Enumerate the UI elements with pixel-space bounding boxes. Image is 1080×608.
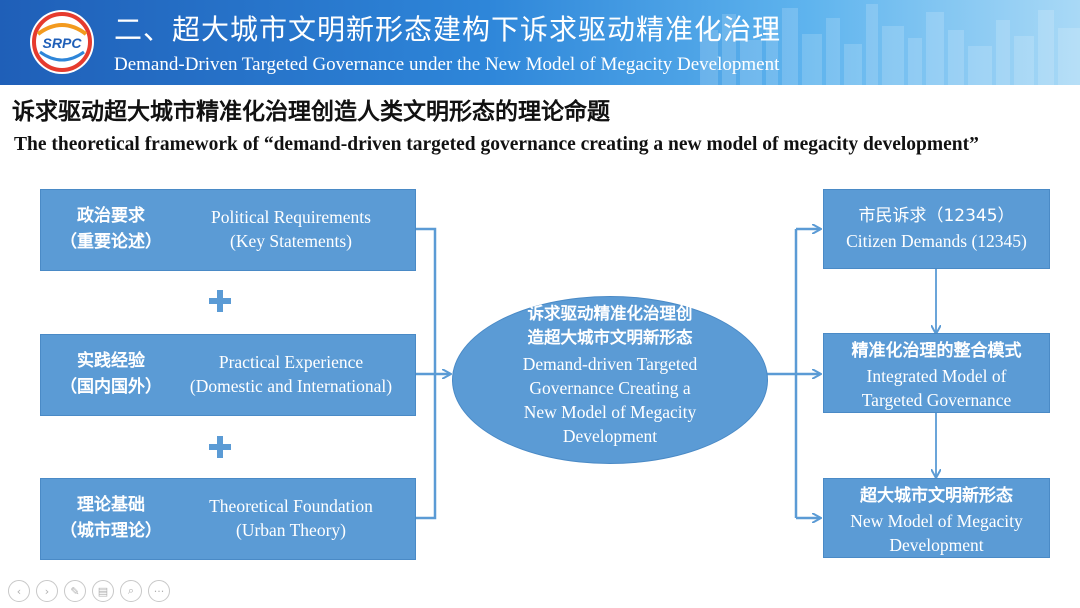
logo-text: SRPC xyxy=(43,35,83,51)
slide-banner: SRPC 二、超大城市文明新形态建构下诉求驱动精准化治理 Demand-Driv… xyxy=(0,0,1080,85)
next-slide-button[interactable]: › xyxy=(36,580,58,602)
integrated-model-box: 精准化治理的整合模式 Integrated Model of Targeted … xyxy=(823,333,1050,413)
plus-icon xyxy=(209,436,231,458)
box-sublabel-cn: （重要论述） xyxy=(60,232,162,252)
slide-heading-en: The theoretical framework of “demand-dri… xyxy=(14,134,979,155)
skyline-decoration xyxy=(700,4,1080,85)
plus-icon xyxy=(209,290,231,312)
box-sublabel-en: (Key Statements) xyxy=(230,231,352,251)
previous-slide-button[interactable]: ‹ xyxy=(8,580,30,602)
box-label-en-line1: New Model of Megacity xyxy=(850,511,1023,531)
box-label-cn: 市民诉求（12345） xyxy=(858,206,1015,226)
box-sublabel-en: (Domestic and International) xyxy=(189,376,393,396)
slideshow-controls: ‹ › ✎ ▤ ⌕ ··· xyxy=(8,580,170,604)
theoretical-foundation-box: 理论基础 （城市理论） Theoretical Foundation (Urba… xyxy=(40,478,416,560)
center-label-en-line1: Demand-driven Targeted xyxy=(522,354,698,374)
banner-title: 二、超大城市文明新形态建构下诉求驱动精准化治理 xyxy=(114,13,782,46)
slide-overview-button[interactable]: ▤ xyxy=(92,580,114,602)
practical-experience-box: 实践经验 （国内国外） Practical Experience (Domest… xyxy=(40,334,416,416)
zoom-button[interactable]: ⌕ xyxy=(120,580,142,602)
srpc-logo: SRPC xyxy=(30,10,94,74)
new-model-box: 超大城市文明新形态 New Model of Megacity Developm… xyxy=(823,478,1050,558)
center-label-en-line3: New Model of Megacity xyxy=(523,402,697,422)
citizen-demands-box: 市民诉求（12345） Citizen Demands (12345) xyxy=(823,189,1050,269)
box-label-en: Political Requirements xyxy=(211,207,371,227)
box-label-cn: 精准化治理的整合模式 xyxy=(851,341,1022,361)
box-label-en-line2: Targeted Governance xyxy=(861,390,1012,410)
box-label-cn: 实践经验 xyxy=(77,351,145,371)
slide-heading-cn: 诉求驱动超大城市精准化治理创造人类文明形态的理论命题 xyxy=(12,99,610,125)
more-options-button[interactable]: ··· xyxy=(148,580,170,602)
center-label-cn-line1: 诉求驱动精准化治理创 xyxy=(527,304,693,323)
banner-subtitle: Demand-Driven Targeted Governance under … xyxy=(114,54,780,75)
box-label-en-line1: Integrated Model of xyxy=(866,366,1007,386)
box-label-cn: 理论基础 xyxy=(77,495,145,515)
center-label-cn-line2: 造超大城市文明新形态 xyxy=(527,328,693,347)
center-label-en-line4: Development xyxy=(562,426,658,446)
center-label-en-line2: Governance Creating a xyxy=(529,378,691,398)
box-sublabel-cn: （国内国外） xyxy=(60,377,162,397)
box-sublabel-cn: （城市理论） xyxy=(60,521,162,541)
box-label-en: Practical Experience xyxy=(218,352,364,372)
box-label-en: Theoretical Foundation xyxy=(209,496,373,516)
box-label-cn: 超大城市文明新形态 xyxy=(860,486,1013,506)
box-label-en: Citizen Demands (12345) xyxy=(846,231,1027,251)
box-label-en-line2: Development xyxy=(889,535,984,555)
center-ellipse: 诉求驱动精准化治理创 造超大城市文明新形态 Demand-driven Targ… xyxy=(452,296,768,464)
box-label-cn: 政治要求 xyxy=(77,206,145,226)
pen-tool-button[interactable]: ✎ xyxy=(64,580,86,602)
political-requirements-box: 政治要求 （重要论述） Political Requirements (Key … xyxy=(40,189,416,271)
box-sublabel-en: (Urban Theory) xyxy=(236,520,346,540)
